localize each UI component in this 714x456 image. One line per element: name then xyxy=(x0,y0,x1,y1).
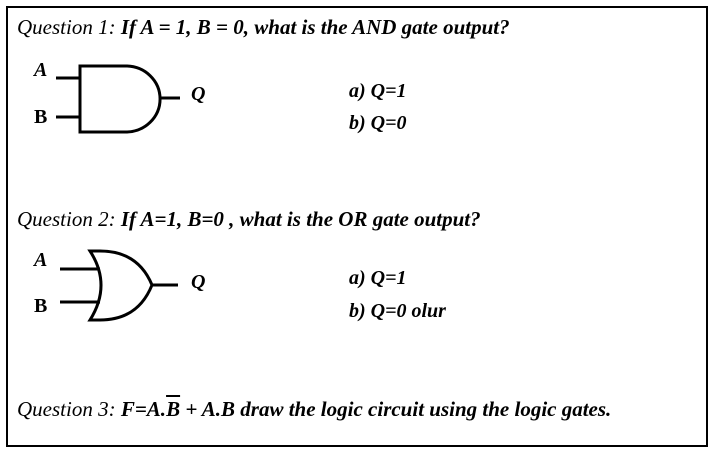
or-gate-diagram: A B Q xyxy=(32,249,205,322)
question-3-prefix: Question 3: xyxy=(17,397,116,421)
and-input-a-label: A xyxy=(32,59,47,81)
or-input-a-label: A xyxy=(32,249,47,271)
and-gate-diagram: A B Q xyxy=(32,59,205,134)
question-1-text: If A = 1, B = 0, what is the AND gate ou… xyxy=(120,15,510,39)
question-sheet-frame xyxy=(6,6,708,447)
question-2-option-a[interactable]: a) Q=1 xyxy=(349,267,407,289)
question-3-expression: F=A.B + A.B xyxy=(121,397,235,421)
and-input-b-label: B xyxy=(34,106,47,128)
and-output-label: Q xyxy=(191,83,205,105)
question-2-text: If A=1, B=0 , what is the OR gate output… xyxy=(120,207,481,231)
or-output-label: Q xyxy=(191,271,205,293)
or-gate-symbol xyxy=(87,249,154,322)
question-2-title: Question 2: If A=1, B=0 , what is the OR… xyxy=(17,207,481,232)
question-3-title: Question 3: F=A.B + A.B draw the logic c… xyxy=(17,397,611,422)
question-1-option-a[interactable]: a) Q=1 xyxy=(349,80,407,102)
expr-b-bar: B xyxy=(166,397,181,421)
question-1-option-b[interactable]: b) Q=0 xyxy=(349,112,407,134)
question-2-prefix: Question 2: xyxy=(17,207,116,231)
question-2-option-b[interactable]: b) Q=0 olur xyxy=(349,300,446,322)
and-gate-symbol xyxy=(78,64,162,134)
expr-part-rest: + A.B xyxy=(185,397,236,421)
question-1-prefix: Question 1: xyxy=(17,15,116,39)
or-input-b-label: B xyxy=(34,295,47,317)
question-1-title: Question 1: If A = 1, B = 0, what is the… xyxy=(17,15,510,40)
expr-part-a: F=A. xyxy=(120,397,167,421)
question-3-text: draw the logic circuit using the logic g… xyxy=(235,397,612,421)
